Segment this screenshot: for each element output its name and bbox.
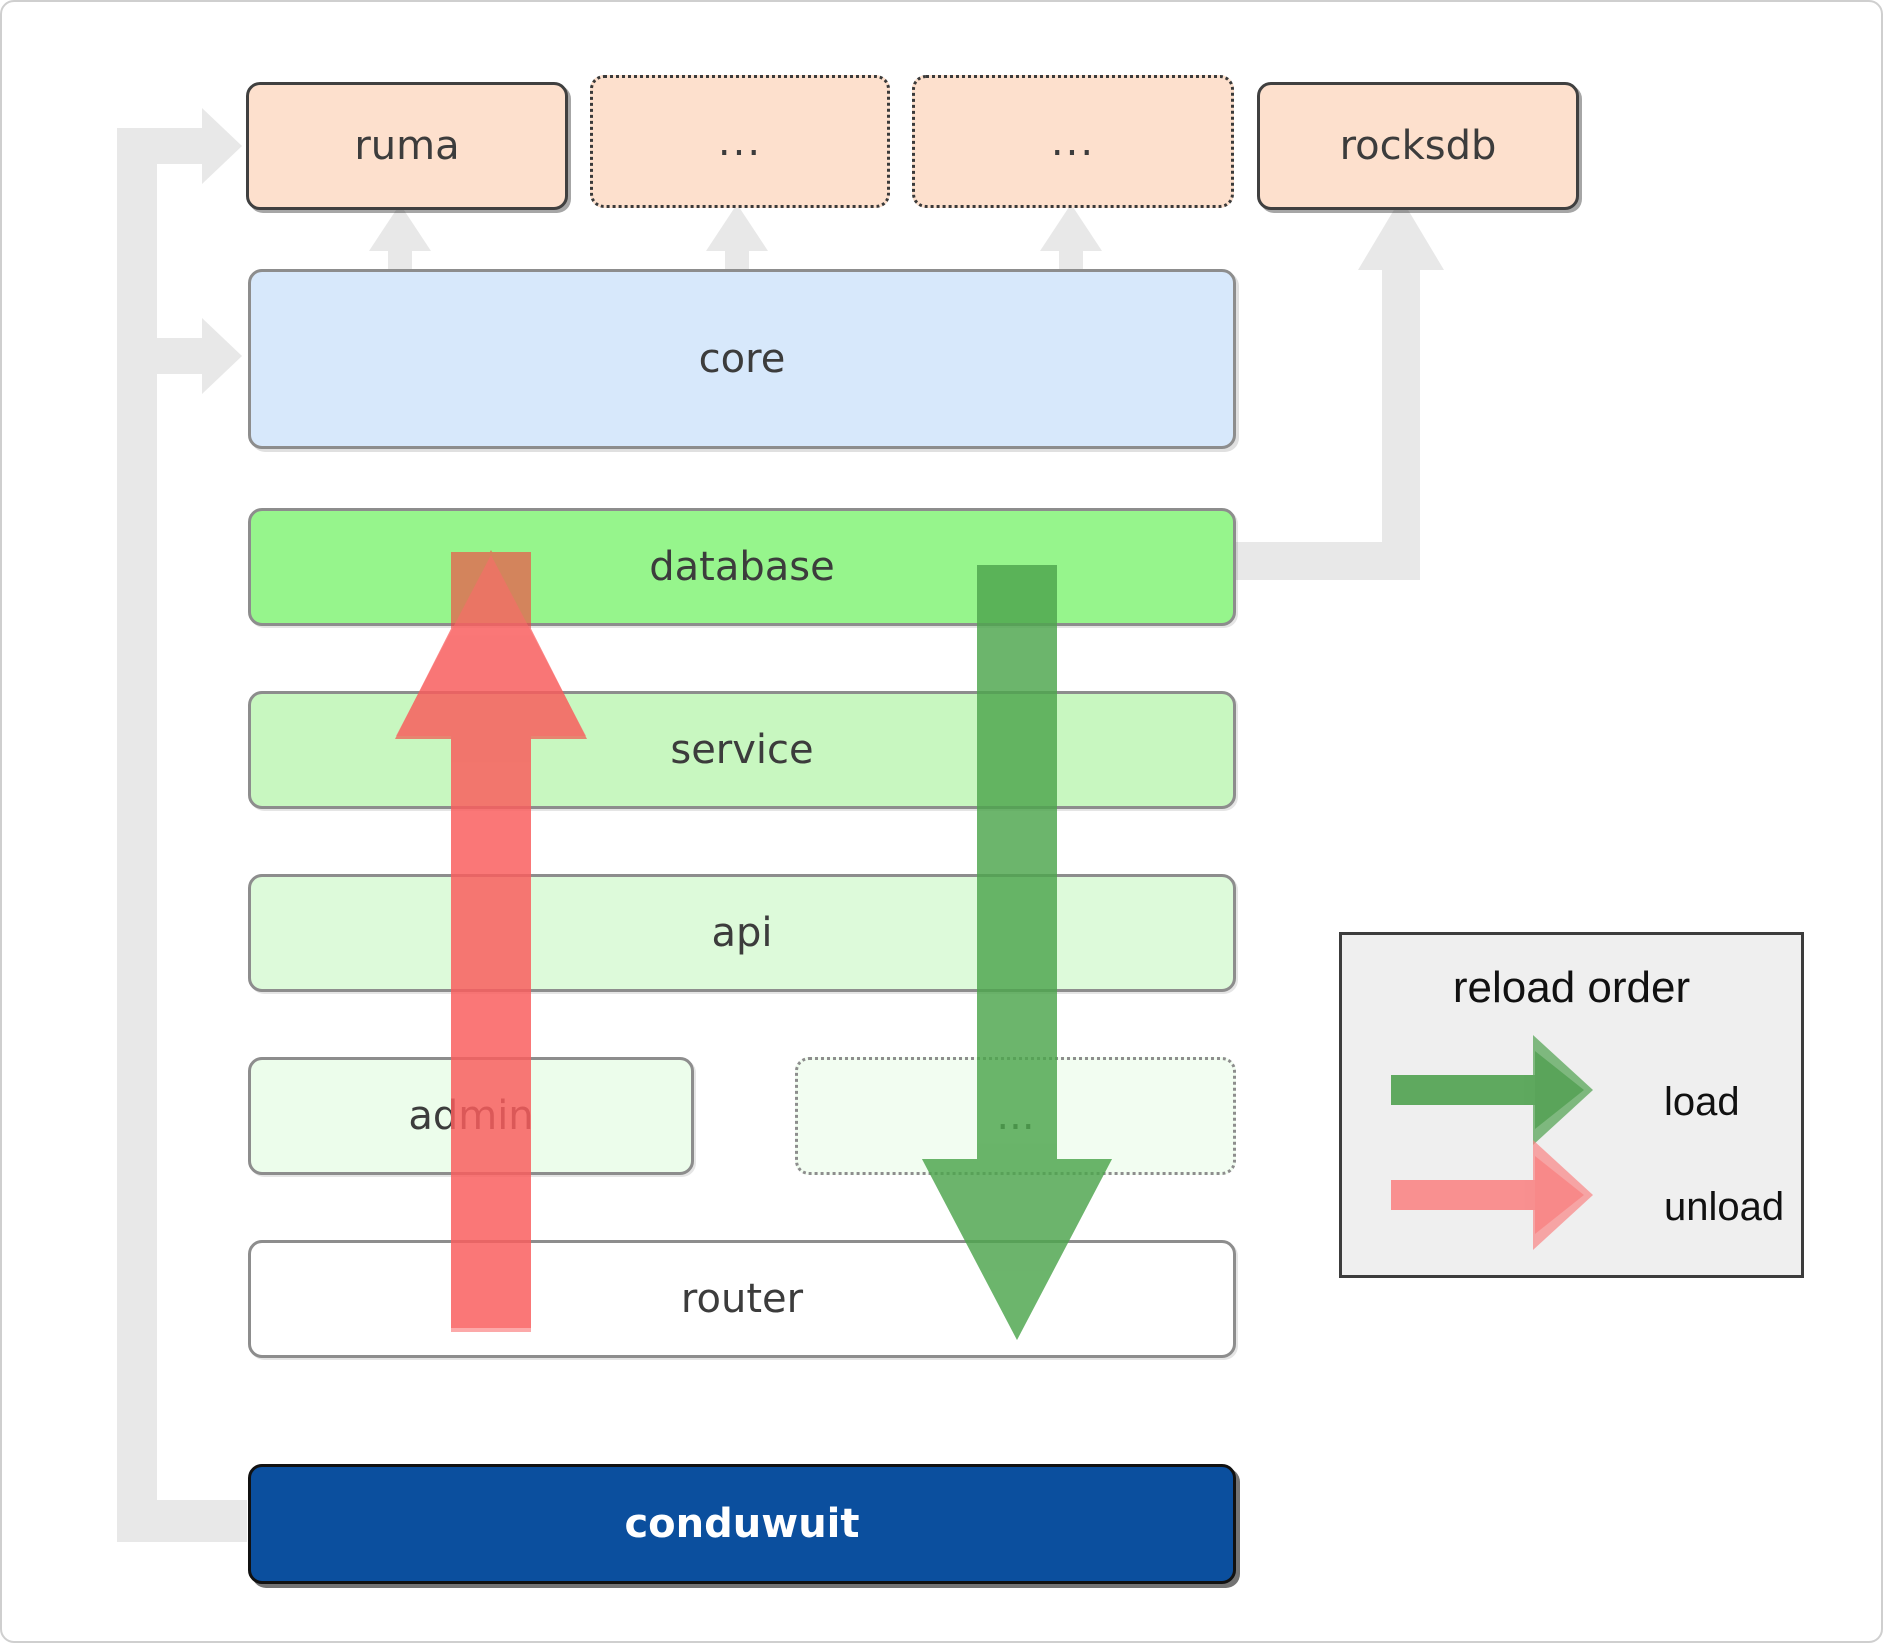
layer-box-router[interactable]: router [248, 1240, 1236, 1358]
legend-title: reload order [1452, 963, 1691, 1012]
legend-label-load: load [1664, 1080, 1740, 1124]
dependency-box-rocksdb[interactable]: rocksdb [1257, 82, 1579, 210]
legend-panel: reload order load unload [1339, 932, 1804, 1278]
dependency-label: rocksdb [1339, 123, 1497, 169]
dependency-label: ... [717, 118, 763, 165]
layer-label: admin [408, 1093, 534, 1139]
layer-label: ... [996, 1093, 1035, 1139]
app-box-conduwuit[interactable]: conduwuit [248, 1464, 1236, 1584]
layer-box-database[interactable]: database [248, 508, 1236, 626]
core-box[interactable]: core [248, 269, 1236, 449]
layer-label: router [680, 1276, 804, 1322]
layer-label: database [649, 544, 835, 590]
layer-box-admin[interactable]: admin [248, 1057, 694, 1175]
dependency-box-more-2[interactable]: ... [912, 75, 1234, 208]
dependency-box-more-1[interactable]: ... [590, 75, 890, 208]
dependency-label: ruma [354, 123, 460, 169]
layer-label: api [711, 910, 773, 956]
layer-box-service[interactable]: service [248, 691, 1236, 809]
dependency-label: ... [1050, 118, 1096, 165]
layer-label: service [670, 727, 814, 773]
legend-label-unload: unload [1664, 1185, 1785, 1229]
core-label: core [698, 336, 786, 382]
layer-box-api[interactable]: api [248, 874, 1236, 992]
dependency-box-ruma[interactable]: ruma [246, 82, 568, 210]
layer-box-more[interactable]: ... [795, 1057, 1236, 1175]
app-label: conduwuit [624, 1501, 860, 1547]
